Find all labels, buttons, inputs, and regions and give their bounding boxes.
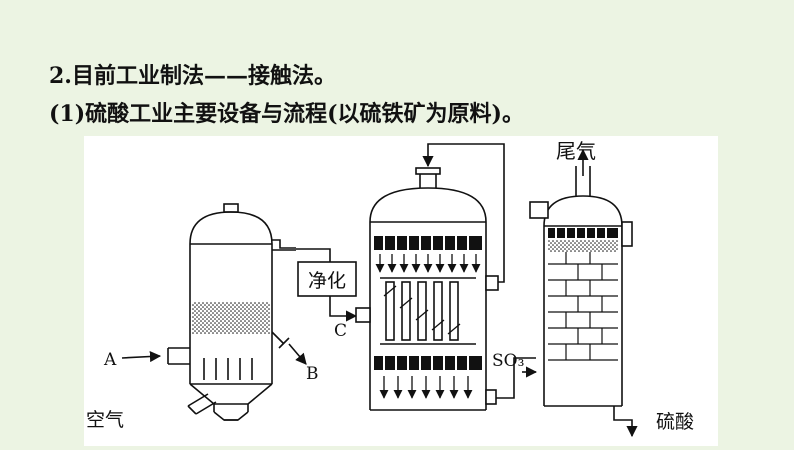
so3-label: SO₃ (492, 351, 524, 371)
process-diagram: 净化 (84, 136, 718, 446)
label-b: B (306, 364, 319, 384)
tail-gas-label: 尾气 (556, 139, 596, 163)
label-a: A (103, 350, 117, 370)
purifier-box: 净化 (297, 261, 357, 297)
process-diagram-svg: 净化 (86, 139, 694, 438)
air-label: 空气 (86, 409, 124, 431)
label-c: C (334, 321, 347, 341)
flow-lines (121, 248, 358, 365)
boiling-furnace (167, 203, 296, 421)
purify-label: 净化 (308, 270, 346, 292)
absorption-tower (529, 148, 638, 438)
sulfuric-acid-label: 硫酸 (656, 411, 694, 433)
section-subheading: (1)硫酸工业主要设备与流程(以硫铁矿为原料)。 (49, 101, 524, 127)
contact-converter (355, 143, 538, 411)
section-heading: 2.目前工业制法——接触法。 (49, 63, 336, 89)
